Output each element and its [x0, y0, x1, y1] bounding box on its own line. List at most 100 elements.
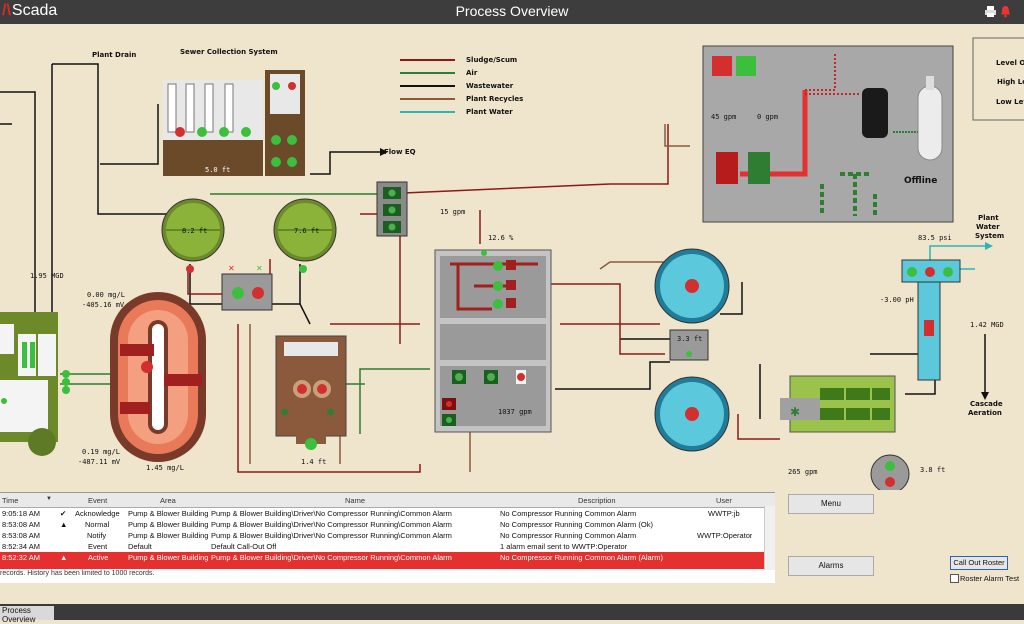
splitter-box[interactable] — [669, 329, 709, 361]
tab-process-overview[interactable]: Process Overview — [0, 606, 54, 624]
compressor-flow-1: 45 gpm — [711, 113, 736, 121]
level-panel — [972, 37, 1024, 121]
col-description[interactable]: Description — [578, 496, 616, 505]
cell-time: 8:53:08 AM — [2, 520, 40, 529]
col-user[interactable]: User — [716, 496, 732, 505]
ditch-orp-1: -405.16 mV — [82, 301, 125, 309]
alarms-button[interactable]: Alarms — [788, 556, 874, 576]
cell-name: Pump & Blower Building\Driver\No Compres… — [211, 531, 452, 540]
plant-water-ph: -3.00 pH — [880, 296, 914, 304]
headworks[interactable] — [0, 312, 70, 456]
table-row-alarm-partial[interactable] — [0, 563, 775, 569]
eq-tank-2-level: 7.6 ft — [294, 227, 319, 235]
compressor-flow-2: 0 gpm — [757, 113, 778, 121]
cascade-line1: Cascade — [970, 400, 1003, 408]
bell-icon[interactable] — [999, 5, 1012, 18]
table-row[interactable]: 8:53:08 AM Notify Pump & Blower Building… — [0, 530, 775, 541]
ditch-do-3: 1.45 mg/L — [146, 464, 184, 472]
alarm-table[interactable]: Time ▼ Event Area Name Description User … — [0, 492, 775, 583]
cell-user: WWTP:jb — [708, 509, 740, 518]
roster-alarm-test-checkbox[interactable] — [950, 574, 959, 583]
recycle-flow: 265 gpm — [788, 468, 818, 476]
col-sort-icon[interactable]: ▼ — [46, 496, 52, 502]
cell-description: No Compressor Running Common Alarm (Alar… — [500, 553, 663, 562]
cell-time: 8:53:08 AM — [2, 531, 40, 540]
plant-water-tower[interactable] — [901, 259, 961, 381]
cell-event: Notify — [87, 531, 107, 540]
plant-water-line2: Water — [976, 223, 1000, 231]
ditch-do-1: 0.00 mg/L — [87, 291, 125, 299]
clarifier-bottom[interactable] — [654, 376, 730, 452]
legend-sludge: Sludge/Scum — [466, 56, 517, 64]
cell-area: Pump & Blower Building — [128, 553, 209, 562]
cell-event: Normal — [85, 520, 110, 529]
cell-time: 8:52:32 AM — [2, 553, 40, 562]
tank-1-valve[interactable] — [186, 265, 194, 273]
legend-wastewater: Wastewater — [466, 82, 514, 90]
alarm-table-scrollbar[interactable] — [764, 506, 775, 570]
eq-pump-box[interactable]: ✕ ✕ — [221, 264, 273, 311]
legend: Sludge/Scum Air Wastewater Plant Recycle… — [400, 56, 523, 116]
sewer-collection-tank[interactable] — [163, 70, 305, 176]
cell-area: Default — [128, 542, 152, 551]
cell-event: Event — [88, 542, 108, 551]
compressor-room[interactable] — [702, 45, 954, 223]
col-name[interactable]: Name — [345, 496, 366, 505]
legend-recycles: Plant Recycles — [466, 95, 523, 103]
clarifier-top[interactable] — [654, 248, 730, 324]
col-area[interactable]: Area — [160, 496, 176, 505]
eq-tank-1[interactable] — [161, 198, 225, 262]
recycle-pump[interactable] — [870, 454, 910, 490]
cell-description: 1 alarm email sent to WWTP:Operator — [500, 542, 628, 551]
window-title: Process Overview — [455, 3, 569, 19]
svg-text:✱: ✱ — [790, 405, 800, 419]
cell-name: Pump & Blower Building\Driver\No Compres… — [211, 509, 452, 518]
table-row[interactable]: 8:52:34 AM Event Default Default Call-Ou… — [0, 541, 775, 552]
blower-flow: 1037 gpm — [498, 408, 532, 416]
col-time[interactable]: Time — [2, 496, 19, 505]
roster-alarm-test-label: Roster Alarm Test — [960, 574, 1020, 583]
plant-drain-label: Plant Drain — [92, 51, 136, 59]
cascade-line2: Aeration — [968, 409, 1002, 417]
cell-name: Default Call-Out Off — [211, 542, 277, 551]
filter-unit[interactable]: ✱ — [780, 375, 896, 433]
call-out-roster-button[interactable]: Call Out Roster — [950, 556, 1008, 570]
sewer-level: 5.0 ft — [205, 166, 230, 174]
alarm-table-header: Time ▼ Event Area Name Description User — [0, 493, 775, 508]
plant-water-pressure: 83.5 psi — [918, 234, 952, 242]
oxidation-ditch[interactable] — [110, 292, 206, 462]
table-row-alarm[interactable]: 8:52:32 AM ▲ Active Pump & Blower Buildi… — [0, 552, 775, 563]
svg-text:✱: ✱ — [280, 406, 289, 419]
level-ok-label: Level OK — [996, 59, 1024, 67]
check-icon: ✔ — [60, 509, 67, 518]
menu-button[interactable]: Menu — [788, 494, 874, 514]
digester-level: 1.4 ft — [301, 458, 326, 466]
cell-time: 8:52:34 AM — [2, 542, 40, 551]
app-logo: /\Scada — [2, 2, 58, 19]
alarm-table-footer: records. History has been limited to 100… — [0, 570, 155, 577]
sewer-collection-label: Sewer Collection System — [180, 48, 278, 56]
high-level-label: High Lev — [997, 78, 1024, 86]
cell-event: Active — [88, 553, 109, 562]
flow-eq-label: Flow EQ — [384, 148, 416, 156]
splitter-level: 3.3 ft — [677, 335, 702, 343]
recycle-level: 3.8 ft — [920, 466, 945, 474]
blower-building[interactable] — [434, 249, 552, 433]
cascade-flow: 1.42 MGD — [970, 321, 1004, 329]
air-valve-box[interactable] — [376, 181, 408, 237]
plant-water-line3: System — [975, 232, 1004, 240]
offline-label: Offline — [904, 176, 937, 186]
digester[interactable]: ✱ ✱ — [275, 335, 347, 450]
low-level-label: Low Lev — [996, 98, 1024, 106]
plant-water-line1: Plant — [978, 214, 999, 222]
print-icon[interactable] — [984, 5, 997, 18]
tank-2-valve[interactable] — [299, 265, 307, 273]
col-event[interactable]: Event — [88, 496, 108, 505]
table-row[interactable]: 8:53:08 AM ▲ Normal Pump & Blower Buildi… — [0, 519, 775, 530]
cell-event: Acknowledge — [75, 509, 120, 518]
bell-small-icon: ▲ — [60, 520, 68, 529]
table-row[interactable]: 9:05:18 AM ✔ Acknowledge Pump & Blower B… — [0, 508, 775, 519]
flow-15gpm: 15 gpm — [440, 208, 465, 216]
taskbar: Process Overview — [0, 604, 1024, 624]
eq-tank-2[interactable] — [273, 198, 337, 262]
